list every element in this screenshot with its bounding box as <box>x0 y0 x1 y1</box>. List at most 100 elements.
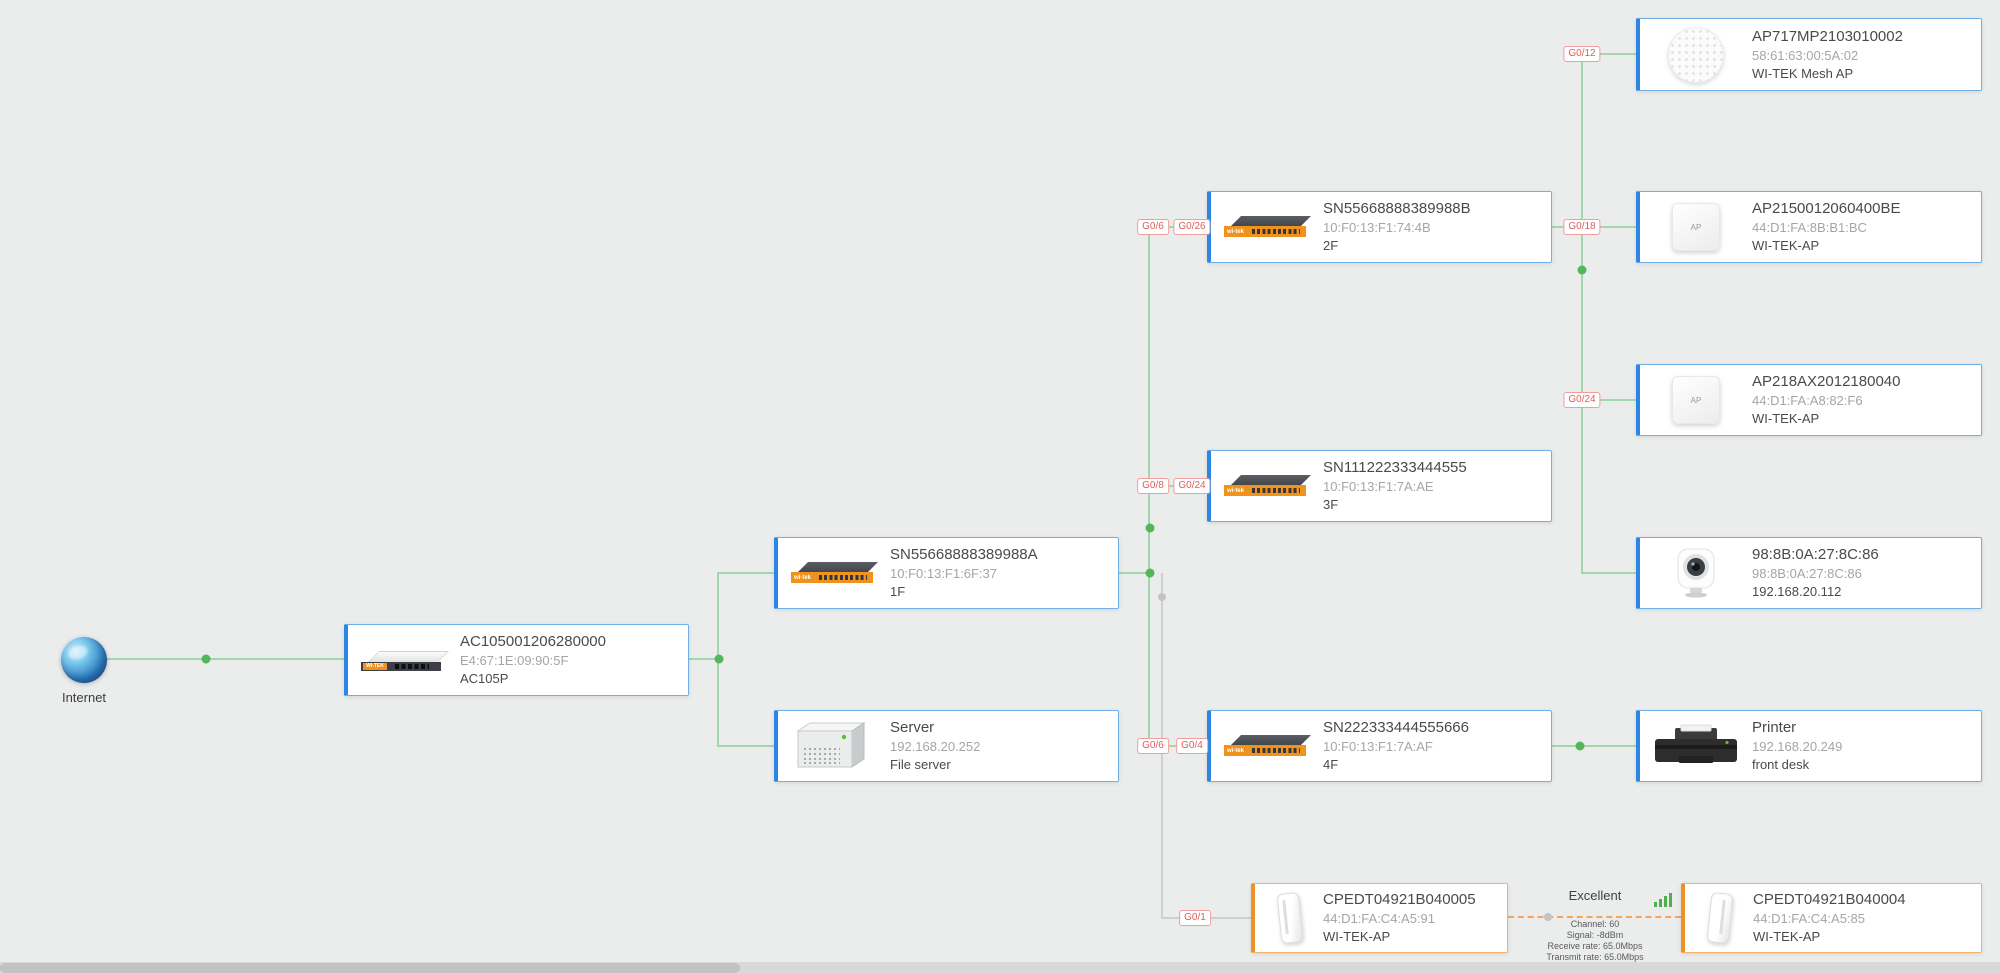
device-mac: E4:67:1E:09:90:5F <box>460 653 569 668</box>
device-title: Printer <box>1752 719 1797 736</box>
link-line-to-sw1f <box>718 572 775 574</box>
device-detail: WI-TEK-AP <box>1752 238 1820 253</box>
device-title: CPEDT04921B040005 <box>1323 891 1476 908</box>
internet-icon[interactable] <box>61 637 107 683</box>
device-mac: 44:D1:FA:A8:82:F6 <box>1752 393 1863 408</box>
device-detail: 1F <box>890 584 906 599</box>
printer-device-icon <box>1640 723 1752 769</box>
port-label-sw4f-b: G0/4 <box>1176 738 1208 754</box>
device-card-ap717[interactable]: AP717MP2103010002 58:61:63:00:5A:02 WI-T… <box>1636 18 1982 91</box>
device-title: SN111222333444555 <box>1323 459 1467 476</box>
link-line-to-server <box>718 745 775 747</box>
signal-bars-icon <box>1654 893 1672 907</box>
port-label-sw3f-b: G0/24 <box>1173 478 1211 494</box>
wireless-link-info: Excellent Channel: 60 Signal: -8dBm Rece… <box>1512 889 1678 963</box>
device-title: 98:8B:0A:27:8C:86 <box>1752 546 1879 563</box>
link-line-internet-ac <box>107 658 344 660</box>
switch-brand-label: wi-tek <box>1227 488 1245 494</box>
link-dot <box>1145 523 1155 533</box>
switch-device-icon: wi-tek <box>778 557 890 589</box>
device-card-sw3f[interactable]: wi-tek SN111222333444555 10:F0:13:F1:7A:… <box>1207 450 1552 522</box>
ap-device-icon: AP <box>1640 203 1752 251</box>
switch-brand-label: wi-tek <box>1227 748 1245 754</box>
device-mac: 10:F0:13:F1:6F:37 <box>890 566 997 581</box>
camera-device-icon <box>1640 546 1752 600</box>
device-ip: 192.168.20.249 <box>1752 739 1843 754</box>
link-line-to-camera <box>1582 572 1636 574</box>
server-device-icon <box>778 719 890 773</box>
internet-label: Internet <box>61 690 107 705</box>
cpe-device-icon <box>1255 890 1323 946</box>
device-title: AC105001206280000 <box>460 633 606 650</box>
device-card-sw1f[interactable]: wi-tek SN55668888389988A 10:F0:13:F1:6F:… <box>774 537 1119 609</box>
device-title: AP717MP2103010002 <box>1752 27 1903 45</box>
link-dot <box>714 654 724 664</box>
device-card-ap215[interactable]: AP AP2150012060400BE 44:D1:FA:8B:B1:BC W… <box>1636 191 1982 263</box>
device-mac: 44:D1:FA:C4:A5:91 <box>1323 911 1436 926</box>
cpe-device-icon <box>1685 890 1753 946</box>
device-detail: WI-TEK-AP <box>1753 929 1821 944</box>
router-device-icon: WI-TEK <box>348 644 460 676</box>
port-label-ap215: G0/18 <box>1563 219 1601 235</box>
ap-face-label: AP <box>1690 395 1702 405</box>
device-mac: 98:8B:0A:27:8C:86 <box>1752 566 1862 581</box>
switch-brand-label: wi-tek <box>1227 229 1245 235</box>
device-card-ap218[interactable]: AP AP218AX2012180040 44:D1:FA:A8:82:F6 W… <box>1636 364 1982 436</box>
device-title: AP2150012060400BE <box>1752 200 1901 217</box>
device-card-cpe5[interactable]: CPEDT04921B040005 44:D1:FA:C4:A5:91 WI-T… <box>1251 883 1508 953</box>
link-dot <box>1145 568 1155 578</box>
device-card-ac[interactable]: WI-TEK AC105001206280000 E4:67:1E:09:90:… <box>344 624 689 696</box>
link-line-to-printer <box>1552 745 1636 747</box>
wireless-link-quality: Excellent <box>1568 888 1622 903</box>
port-label-cpe: G0/1 <box>1179 910 1211 926</box>
device-title: CPEDT04921B040004 <box>1753 891 1906 908</box>
horizontal-scrollbar[interactable] <box>0 962 2000 974</box>
horizontal-scrollbar-thumb[interactable] <box>0 963 740 973</box>
switch-device-icon: wi-tek <box>1211 730 1323 762</box>
device-detail: AC105P <box>460 671 509 686</box>
device-mac: 58:61:63:00:5A:02 <box>1752 47 1859 63</box>
device-detail: 2F <box>1323 238 1339 253</box>
device-card-printer[interactable]: Printer 192.168.20.249 front desk <box>1636 710 1982 782</box>
port-label-sw2f-b: G0/26 <box>1173 219 1211 235</box>
switch-device-icon: wi-tek <box>1211 211 1323 243</box>
link-dot <box>1575 741 1585 751</box>
port-label-ap218: G0/24 <box>1563 392 1601 408</box>
device-detail: front desk <box>1752 757 1810 772</box>
wireless-link-dashed-line <box>1508 916 1681 918</box>
device-card-cpe4[interactable]: CPEDT04921B040004 44:D1:FA:C4:A5:85 WI-T… <box>1681 883 1982 953</box>
port-label-sw2f-a: G0/6 <box>1137 219 1169 235</box>
device-title: SN55668888389988A <box>890 546 1038 563</box>
switch-brand-label: wi-tek <box>794 575 812 581</box>
switch-device-icon: wi-tek <box>1211 470 1323 502</box>
device-card-sw4f[interactable]: wi-tek SN222333444555666 10:F0:13:F1:7A:… <box>1207 710 1552 782</box>
router-brand-label: WI-TEK <box>363 663 387 670</box>
device-card-server[interactable]: Server 192.168.20.252 File server <box>774 710 1119 782</box>
link-line-to-ap215 <box>1582 226 1636 228</box>
link-line-ac-junction <box>689 658 719 660</box>
device-title: SN55668888389988B <box>1323 200 1471 217</box>
link-dot-gray <box>1158 593 1166 601</box>
device-detail: WI-TEK-AP <box>1752 411 1820 426</box>
link-line-sw1f-junction <box>1119 572 1150 574</box>
ap-device-icon: AP <box>1640 376 1752 424</box>
port-label-sw4f-a: G0/6 <box>1137 738 1169 754</box>
link-dot <box>201 654 211 664</box>
port-label-ap717: G0/12 <box>1563 46 1601 62</box>
device-card-camera[interactable]: 98:8B:0A:27:8C:86 98:8B:0A:27:8C:86 192.… <box>1636 537 1982 609</box>
link-dot-gray <box>1544 913 1552 921</box>
device-title: SN222333444555666 <box>1323 719 1469 736</box>
device-detail: WI-TEK Mesh AP <box>1752 65 1854 81</box>
device-detail: File server <box>890 757 951 772</box>
device-mac: 44:D1:FA:8B:B1:BC <box>1752 220 1867 235</box>
device-mac: 44:D1:FA:C4:A5:85 <box>1753 911 1866 926</box>
wireless-link-channel: Channel: 60 <box>1570 919 1620 929</box>
device-card-sw2f[interactable]: wi-tek SN55668888389988B 10:F0:13:F1:74:… <box>1207 191 1552 263</box>
device-detail: 4F <box>1323 757 1339 772</box>
device-mac: 10:F0:13:F1:7A:AE <box>1323 479 1434 494</box>
ap-face-label: AP <box>1690 222 1702 232</box>
link-line-to-ap717 <box>1582 53 1636 55</box>
device-detail: WI-TEK-AP <box>1323 929 1391 944</box>
link-line-junction3-vertical <box>1581 53 1583 574</box>
link-line-to-ap218 <box>1582 399 1636 401</box>
